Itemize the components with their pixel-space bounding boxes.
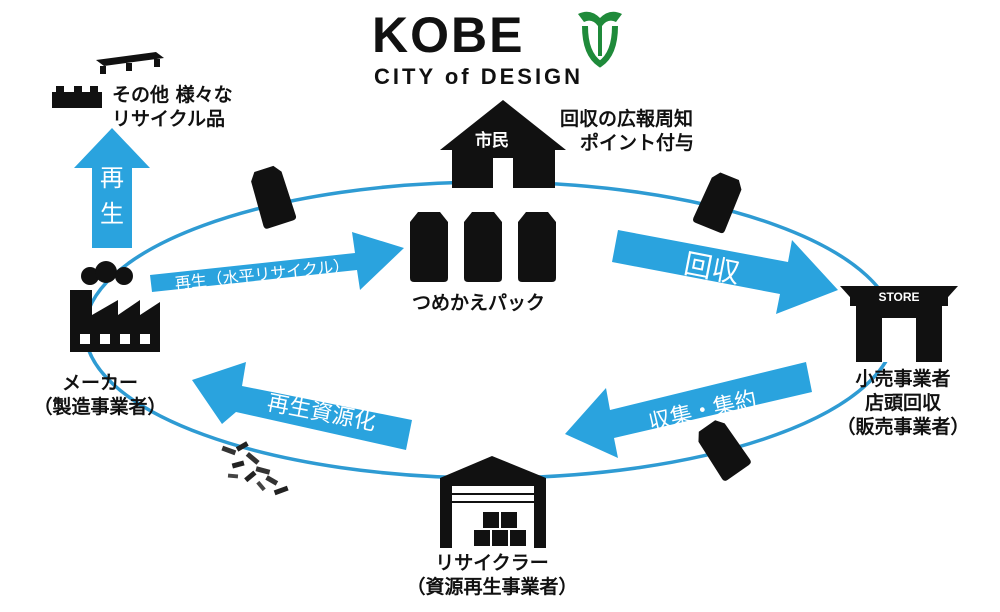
pallet-icon (52, 86, 102, 108)
regenerate-arrow-label-1: 再 (100, 164, 124, 192)
refill-pack-icon (464, 212, 502, 282)
promotion-note-line-1: 回収の広報周知 (560, 108, 694, 130)
refill-pack-icon (410, 212, 448, 282)
kobe-logo-tagline: CITY of DESIGN (374, 64, 584, 89)
citizen-house-icon: 市民 (440, 100, 566, 188)
resource-recovery-arrow (192, 362, 412, 450)
promotion-note: 回収の広報周知 ポイント付与 (560, 108, 694, 156)
other-products-label: その他 様々な リサイクル品 (112, 84, 233, 132)
store-icon: STORE (840, 286, 958, 362)
store-label-line-2: 店頭回収 (864, 391, 941, 414)
warehouse-icon (440, 456, 546, 548)
regenerate-arrow-label-2: 生 (100, 200, 124, 228)
refill-pack-icon (251, 165, 297, 229)
factory-icon (70, 261, 160, 352)
recycled-flakes-icon (221, 441, 289, 496)
refill-pack-icon (518, 212, 556, 282)
store-label-line-1: 小売事業者 (855, 368, 951, 390)
kobe-logo-mark-icon (578, 11, 622, 68)
collection-arrow (612, 230, 838, 314)
horizontal-recycle-arrow-label: 再生（水平リサイクル） (174, 256, 350, 293)
maker-label-line-1: メーカー (61, 372, 138, 394)
recycler-label: リサイクラー （資源再生事業者） (392, 552, 592, 600)
regenerate-arrow (74, 128, 150, 248)
maker-label-line-2: （製造事業者） (33, 395, 167, 418)
citizen-roof-label: 市民 (475, 130, 509, 151)
other-products-line-2: リサイクル品 (112, 107, 226, 130)
recycler-label-line-1: リサイクラー (435, 552, 549, 574)
refill-pack-icon (693, 172, 742, 234)
refill-pack-icon (698, 420, 751, 481)
store-label: 小売事業者 店頭回収 （販売事業者） (818, 368, 988, 439)
refill-pack-label: つめかえパック (412, 292, 546, 314)
promotion-note-line-2: ポイント付与 (580, 131, 695, 154)
store-label-line-3: （販売事業者） (836, 415, 970, 438)
recycler-label-line-2: （資源再生事業者） (406, 575, 578, 598)
maker-label: メーカー （製造事業者） (30, 372, 170, 420)
pallet-icon (96, 52, 164, 74)
kobe-logo-text: KOBE (372, 7, 525, 63)
other-products-line-1: その他 様々な (112, 84, 233, 106)
consolidation-arrow (565, 362, 812, 458)
horizontal-recycle-arrow (150, 232, 404, 292)
store-sign: STORE (878, 290, 919, 304)
